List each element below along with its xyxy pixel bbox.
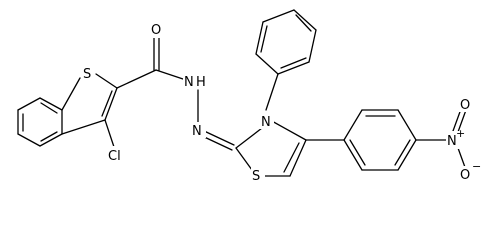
atom-labels: S O N H N N N S Cl N + O O − [81, 20, 481, 184]
thiophene-sulfur-label: S [83, 67, 91, 82]
nitro-negative-charge: − [472, 160, 481, 173]
c-cl-bond [104, 119, 116, 151]
thiazoline-ring [235, 119, 307, 177]
nitro-nitrogen-label: N [447, 134, 457, 149]
nitro-group [415, 108, 467, 171]
amide-group [116, 37, 187, 89]
imine-nitrogen-label: N [192, 124, 202, 139]
chlorine-label: Cl [108, 149, 121, 164]
amide-nitrogen-label: N [184, 75, 194, 90]
amide-hydrogen-label: H [196, 75, 206, 90]
nitro-positive-charge: + [456, 127, 465, 140]
thiazole-sulfur-label: S [252, 169, 260, 184]
benzothiophene-benzene-ring [17, 97, 63, 147]
nitro-oxygen-single-label: O [460, 168, 470, 183]
hydrazone-linker [197, 89, 235, 151]
nitro-oxygen-double-label: O [460, 98, 470, 113]
benzothiophene-thiophene-ring [61, 73, 118, 135]
chemical-structure-diagram: S O N H N N N S Cl N + O O − [17, 9, 481, 184]
carbonyl-oxygen-label: O [151, 23, 161, 38]
nitrophenyl-ring [305, 109, 417, 171]
n-phenyl-ring [255, 9, 317, 111]
thiazole-nitrogen-label: N [261, 115, 271, 130]
